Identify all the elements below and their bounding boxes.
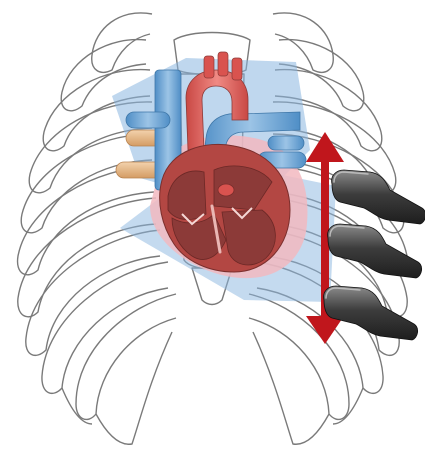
arrow-head-down bbox=[306, 316, 344, 344]
pulmonary-branch-right-mid bbox=[268, 136, 304, 150]
left-subclavian-artery bbox=[232, 58, 242, 80]
ultrasound-probe-icon bbox=[328, 224, 422, 278]
pulmonary-branch-left bbox=[126, 112, 170, 128]
arrow-head-up bbox=[306, 132, 344, 162]
brachiocephalic-artery bbox=[204, 56, 214, 78]
aortic-valve bbox=[218, 184, 234, 196]
left-carotid-artery bbox=[218, 52, 228, 76]
ultrasound-probes bbox=[324, 170, 425, 340]
